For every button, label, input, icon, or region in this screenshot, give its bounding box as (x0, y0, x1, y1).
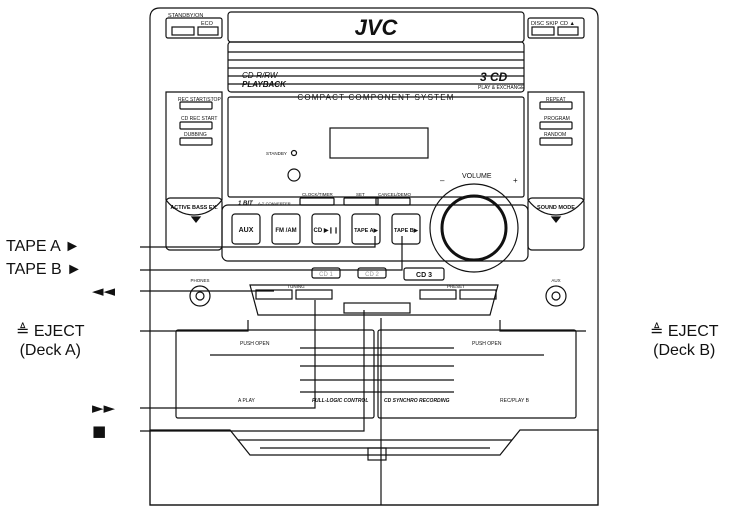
callout-line-eject-a (140, 320, 249, 332)
volume-knob-outer (429, 183, 519, 273)
source-button-band (221, 204, 529, 262)
set-label: SET (356, 192, 365, 197)
one-bit-label: 1 BIT (238, 201, 254, 207)
push-open-b-label: PUSH OPEN (472, 341, 502, 347)
program-label: PROGRAM (544, 116, 570, 122)
display-window (329, 127, 429, 159)
push-open-a-label: PUSH OPEN (240, 341, 270, 347)
cabinet-outline (149, 7, 599, 506)
deck-b (377, 329, 577, 419)
rewind-button (255, 289, 293, 300)
deck-a (175, 329, 375, 419)
rec-start-stop-label: REC START/STOP (178, 97, 221, 103)
aux-jack-label: AUX (551, 278, 560, 283)
repeat-label: REPEAT (546, 97, 566, 103)
fm-am-button (271, 213, 301, 245)
callout-line-tape-b (140, 236, 403, 271)
center-panel (227, 96, 525, 198)
standby-button (171, 26, 195, 36)
cd1-label: CD 1 (319, 272, 333, 278)
volume-label: VOLUME (462, 173, 492, 180)
cd-eject-button (557, 26, 579, 36)
volume-minus: – (440, 176, 445, 185)
callout-eject-b: ≜ EJECT (Deck B) (650, 322, 719, 360)
callout-line-eject-b (499, 320, 586, 332)
cd-badge-line1: CD-R/RW (242, 71, 279, 80)
one-bit-sub-label: Δ-Σ CONVERTER (258, 201, 291, 206)
callout-eject-b-line2: (Deck B) (653, 342, 716, 359)
full-logic-label: FULL-LOGIC CONTROL (312, 398, 368, 404)
ff-button (295, 289, 333, 300)
cd-button-label: CD ▶❙❙ (313, 227, 338, 234)
rec-play-b-label: REC/PLAY B (500, 398, 530, 404)
cd-logo-sub: PLAY & EXCHANGE (478, 85, 525, 91)
callout-tape-b: TAPE B ► (6, 261, 82, 278)
aux-jack (545, 285, 567, 307)
active-bass-label: ACTIVE BASS EX. (170, 205, 218, 211)
callout-eject-a-line1: ≜ EJECT (16, 323, 85, 340)
tape-a-button-label: TAPE A▶ (354, 227, 379, 234)
preset-label: PRESET (447, 284, 465, 289)
volume-plus: + (513, 176, 518, 185)
cd-synchro-label: CD SYNCHRO RECORDING (384, 398, 450, 404)
fm-am-button-label: FM /AM (275, 228, 296, 234)
brand-logo: JVC (355, 15, 399, 40)
callout-rewind: ◄◄ (92, 282, 116, 300)
phones-jack (189, 285, 211, 307)
callout-eject-b-line1: ≜ EJECT (650, 323, 719, 340)
dubbing-label: DUBBING (184, 132, 207, 138)
standby-on-label: STANDBY/ON (168, 13, 203, 19)
tape-b-button-label: TAPE B▶ (394, 227, 419, 234)
callout-stop: ■ (92, 422, 107, 440)
callout-tape-a: TAPE A ► (6, 238, 81, 255)
cd-eject-label: CD ▲ (560, 21, 575, 27)
tuning-label: TUNING (287, 284, 305, 289)
callout-line-ff (140, 300, 316, 409)
aux-button (231, 213, 261, 245)
stop-button (343, 302, 411, 314)
standby-lamp (290, 149, 298, 157)
right-side-pod (527, 91, 585, 216)
standby-knob (287, 168, 301, 182)
phones-label: PHONES (190, 278, 209, 283)
callout-fast-forward: ►► (92, 399, 116, 417)
volume-knob-inner (440, 194, 508, 262)
aux-button-label: AUX (239, 227, 254, 234)
cd3-label: CD 3 (416, 272, 432, 279)
callout-eject-a-line2: (Deck A) (19, 342, 81, 359)
callout-eject-a: ≜ EJECT (Deck A) (16, 322, 85, 360)
eco-label: ECO (201, 21, 214, 27)
transport-bar (249, 284, 499, 316)
tape-a-button (351, 213, 381, 245)
disc-button-box (527, 17, 585, 39)
system-subtitle: COMPACT COMPONENT SYSTEM (297, 93, 454, 102)
left-side-pod (165, 91, 223, 216)
cancel-demo-label: CANCEL/DEMO (378, 192, 412, 197)
base (149, 429, 599, 506)
standby-button-box (165, 17, 223, 39)
clock-timer-label: CLOCK/TIMER (302, 192, 334, 197)
a-play-label: A PLAY (238, 398, 256, 404)
standby-label: STANDBY (266, 151, 287, 156)
eco-button (197, 26, 219, 36)
disc-skip-label: DISC SKIP (531, 21, 559, 27)
cd-play-button (311, 213, 341, 245)
cd-logo: 3 CD (480, 70, 508, 84)
sound-mode-label: SOUND MODE (537, 205, 575, 211)
cd-badge-line2: PLAYBACK (242, 80, 287, 89)
tape-b-button (391, 213, 421, 245)
callout-line-tape-a (140, 236, 376, 248)
disc-skip-button (531, 26, 555, 36)
callout-line-stop (140, 310, 365, 432)
cd3-button (403, 267, 445, 281)
cd2-label: CD 2 (365, 272, 379, 278)
cd-rec-start-label: CD REC START (181, 116, 217, 122)
random-label: RANDOM (544, 132, 566, 138)
